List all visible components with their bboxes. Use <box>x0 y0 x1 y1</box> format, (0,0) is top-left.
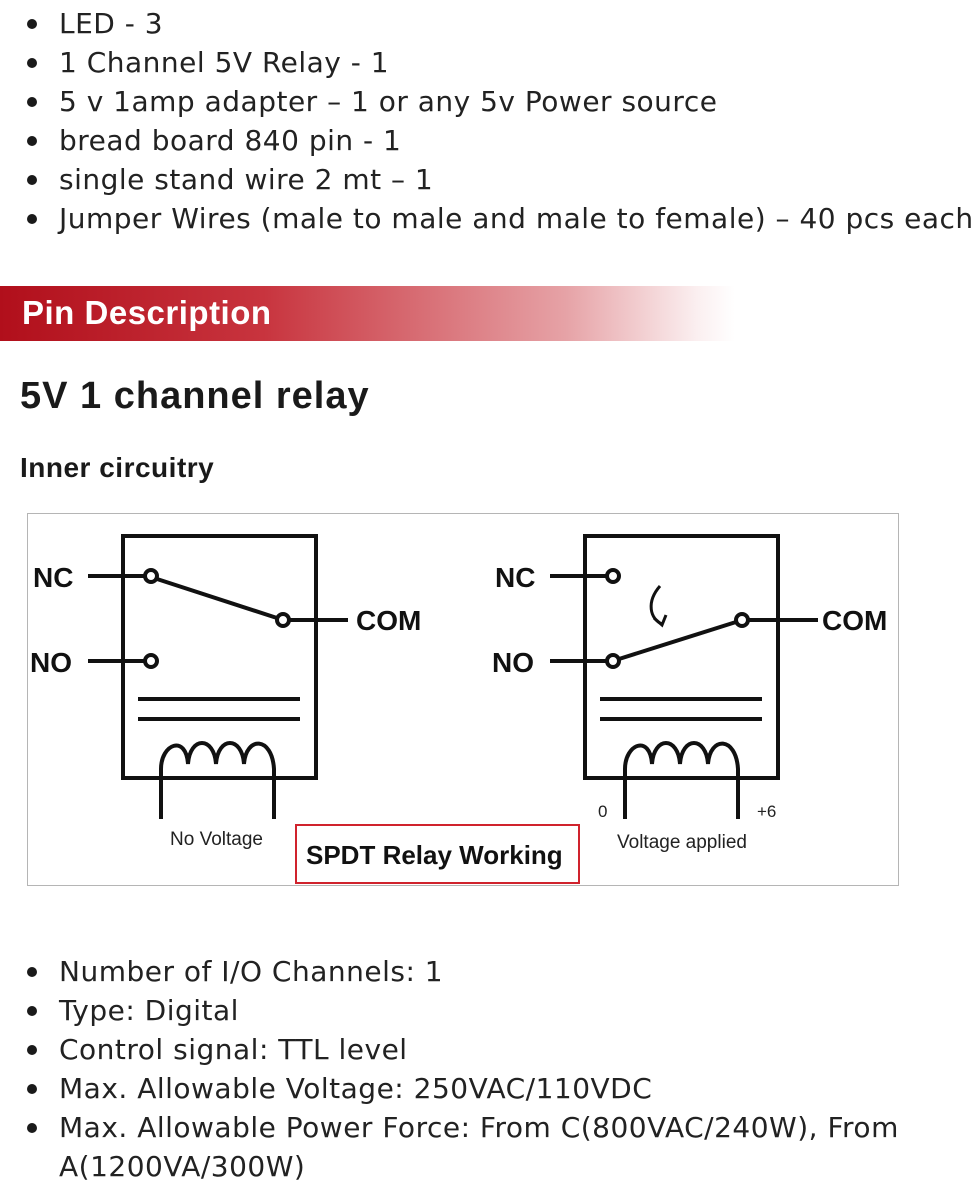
bullet-icon <box>27 967 37 977</box>
diagram-caption: SPDT Relay Working <box>306 840 563 870</box>
bullet-icon <box>27 136 37 146</box>
components-list: LED - 3 1 Channel 5V Relay - 1 5 v 1amp … <box>0 4 974 238</box>
list-item: single stand wire 2 mt – 1 <box>0 160 974 199</box>
left-com-label: COM <box>356 605 421 636</box>
bullet-icon <box>27 58 37 68</box>
list-item: 5 v 1amp adapter – 1 or any 5v Power sou… <box>0 82 974 121</box>
list-item: 1 Channel 5V Relay - 1 <box>0 43 974 82</box>
relay-diagram: NC NO COM No Voltage NC NO COM 0 +6 Volt… <box>27 513 899 886</box>
subheading: Inner circuitry <box>20 452 215 483</box>
right-no-label: NO <box>492 647 534 678</box>
list-item: Max. Allowable Voltage: 250VAC/110VDC <box>0 1069 919 1108</box>
bullet-icon <box>27 1006 37 1016</box>
list-item: bread board 840 pin - 1 <box>0 121 974 160</box>
bullet-icon <box>27 97 37 107</box>
right-terminal-0: 0 <box>598 802 607 821</box>
list-item: Number of I/O Channels: 1 <box>0 952 919 991</box>
caption-box <box>295 824 580 884</box>
relay-diagram-svg: NC NO COM No Voltage NC NO COM 0 +6 Volt… <box>30 534 887 884</box>
right-state-label: Voltage applied <box>617 832 747 853</box>
bullet-icon <box>27 1123 37 1133</box>
list-item: Jumper Wires (male to male and male to f… <box>0 199 974 238</box>
section-banner: Pin Description <box>0 286 942 341</box>
left-no-label: NO <box>30 647 72 678</box>
right-nc-label: NC <box>495 562 535 593</box>
right-terminal-plus6: +6 <box>757 802 776 821</box>
specs-list: Number of I/O Channels: 1 Type: Digital … <box>0 952 919 1186</box>
section-title: Pin Description <box>22 294 272 331</box>
list-item: Type: Digital <box>0 991 919 1030</box>
right-relay-box <box>583 534 780 780</box>
page-heading: 5V 1 channel relay <box>20 375 370 417</box>
right-com-label: COM <box>822 605 887 636</box>
left-state-label: No Voltage <box>170 829 263 850</box>
list-item: Control signal: TTL level <box>0 1030 919 1069</box>
left-nc-label: NC <box>33 562 73 593</box>
bullet-icon <box>27 175 37 185</box>
list-item: Max. Allowable Power Force: From C(800VA… <box>0 1108 919 1186</box>
left-relay-box <box>121 534 318 780</box>
bullet-icon <box>27 19 37 29</box>
bullet-icon <box>27 1045 37 1055</box>
bullet-icon <box>27 1084 37 1094</box>
bullet-icon <box>27 214 37 224</box>
list-item: LED - 3 <box>0 4 974 43</box>
